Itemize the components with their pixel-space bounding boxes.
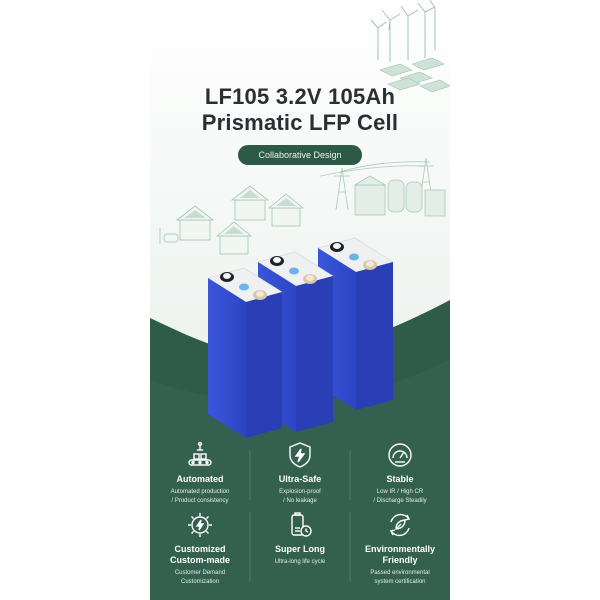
feature-name-line: Customized xyxy=(174,544,226,554)
feature-name-line: Custom-made xyxy=(169,555,230,565)
product-title-line2: Prismatic LFP Cell xyxy=(201,110,399,135)
feature-stable: Stable Low IR / High CR / Discharge Stea… xyxy=(350,440,450,506)
product-poster: LF105 3.2V 105Ah Prismatic LFP Cell Coll… xyxy=(150,0,450,600)
leaf-recycle-icon xyxy=(389,513,411,537)
wind-turbines-illustration xyxy=(370,0,436,62)
gauge-icon xyxy=(388,443,412,467)
solar-field-illustration xyxy=(379,57,450,93)
feature-super-long: Super Long Ultra-long life cycle xyxy=(250,510,350,567)
feature-name: Environmentally Friendly xyxy=(350,544,450,566)
shield-lightning-icon xyxy=(289,442,311,468)
product-title-line1: LF105 3.2V 105Ah xyxy=(204,84,396,109)
feature-name-line: Friendly xyxy=(382,555,418,565)
feature-desc-line: Low IR / High CR xyxy=(376,489,424,495)
feature-automated: Automated Automated production / Product… xyxy=(150,440,250,506)
factory-illustration xyxy=(353,175,446,217)
conveyor-robot-icon xyxy=(188,441,212,466)
feature-name: Ultra-Safe xyxy=(278,474,322,484)
feature-desc-line: / Product consistency xyxy=(171,498,229,504)
feature-name: Super Long xyxy=(275,544,325,554)
feature-desc-line: Passed environmental xyxy=(370,570,430,576)
feature-desc-line: system certification xyxy=(374,579,426,585)
feature-desc-line: Customization xyxy=(180,579,219,585)
battery-clock-icon xyxy=(291,512,312,537)
feature-desc-line: Automated production xyxy=(170,489,230,495)
feature-desc-line: Customer Demand xyxy=(174,570,226,576)
collaborative-design-badge: Collaborative Design xyxy=(238,145,362,165)
feature-desc-line: Ultra-long life cycle xyxy=(274,559,326,565)
feature-name: Customized Custom-made xyxy=(150,544,250,566)
battery-cell-left xyxy=(207,267,283,438)
roof-solar-panels-illustration xyxy=(184,190,296,234)
ev-charger-illustration xyxy=(159,228,179,244)
feature-name: Stable xyxy=(386,474,414,484)
feature-desc-line: / Discharge Steadily xyxy=(373,498,427,504)
feature-environmentally-friendly: Environmentally Friendly Passed environm… xyxy=(350,510,450,587)
gear-lightning-icon xyxy=(188,513,212,537)
power-grid-illustration xyxy=(319,157,434,211)
feature-desc-line: Explosion-proof xyxy=(279,489,321,495)
feature-desc-line: / No leakage xyxy=(283,498,317,504)
feature-name-line: Environmentally xyxy=(364,544,436,554)
feature-name: Automated xyxy=(176,474,224,484)
feature-dividers xyxy=(249,450,351,582)
feature-ultra-safe: Ultra-Safe Explosion-proof / No leakage xyxy=(250,440,350,506)
feature-customized: Customized Custom-made Customer Demand C… xyxy=(150,510,250,587)
battery-cells-illustration xyxy=(207,237,394,438)
